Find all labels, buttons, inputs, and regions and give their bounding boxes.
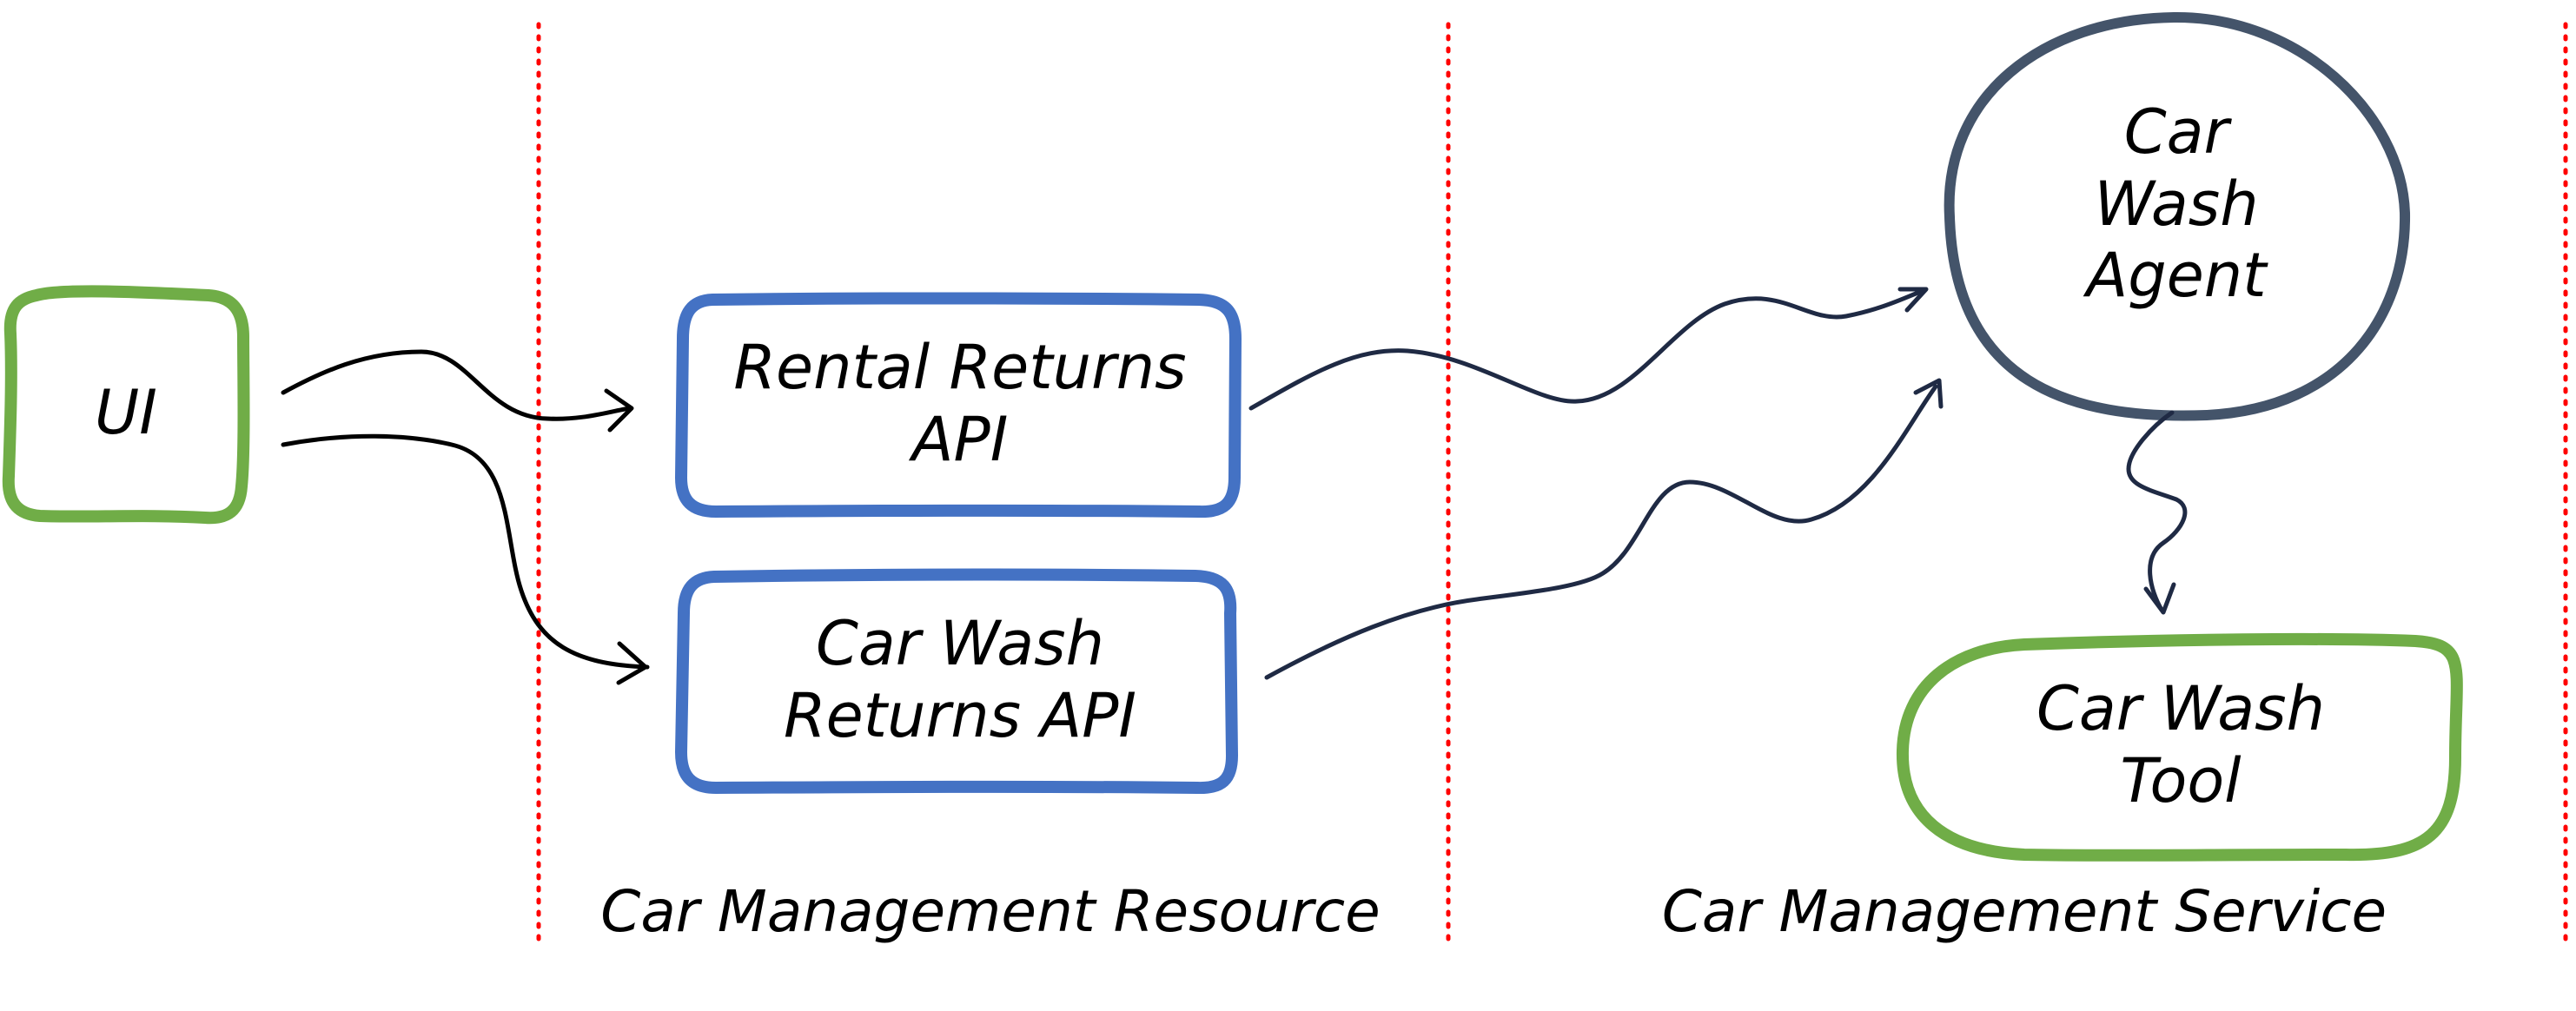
arrow-agent-to-tool xyxy=(2126,410,2188,612)
zone-label-service-text: Car Management Service xyxy=(1661,878,2387,946)
zone-label-resource-text: Car Management Resource xyxy=(600,878,1381,946)
car-wash-agent-line2: Wash xyxy=(2094,168,2259,240)
rental-returns-api-border xyxy=(675,292,1242,519)
car-wash-tool-border xyxy=(1896,632,2463,862)
rental-returns-api-line1: Rental Returns xyxy=(733,332,1187,404)
arrowhead-agent-to-tool xyxy=(2143,582,2176,615)
car-wash-returns-api-line2: Returns API xyxy=(783,680,1137,751)
car-wash-returns-api-line1: Car Wash xyxy=(816,608,1104,680)
ui-node-label: UI xyxy=(35,347,217,478)
arrow-car-wash-api-to-agent xyxy=(1264,384,1938,680)
ui-node-text: UI xyxy=(95,376,157,448)
car-wash-agent-line1: Car xyxy=(2123,96,2229,168)
car-wash-returns-api-border xyxy=(675,568,1238,795)
rental-returns-api-line2: API xyxy=(911,404,1009,475)
car-wash-returns-api-label: Car Wash Returns API xyxy=(695,580,1225,780)
zone-label-service: Car Management Service xyxy=(1590,869,2459,955)
car-wash-agent-label: Car Wash Agent xyxy=(1998,61,2354,347)
arrow-rental-api-to-agent xyxy=(1248,289,1923,411)
zone-label-resource: Car Management Resource xyxy=(573,869,1407,955)
arrowhead-ui-to-car-wash-api xyxy=(616,641,648,685)
car-wash-tool-line1: Car Wash xyxy=(2036,673,2325,745)
car-wash-agent-border xyxy=(1944,11,2411,421)
car-wash-agent-line3: Agent xyxy=(2086,240,2267,312)
rental-returns-api-label: Rental Returns API xyxy=(695,304,1225,504)
arrowhead-rental-api-to-agent xyxy=(1897,287,1929,313)
arrow-ui-to-car-wash-api xyxy=(281,433,650,670)
ui-node-border xyxy=(2,285,250,525)
car-wash-tool-label: Car Wash Tool xyxy=(1937,650,2424,841)
car-wash-tool-line2: Tool xyxy=(2120,745,2242,816)
arrowhead-ui-to-rental-api xyxy=(604,388,634,433)
arrow-ui-to-rental-api xyxy=(281,349,632,421)
arrowhead-car-wash-api-to-agent xyxy=(1913,378,1944,409)
